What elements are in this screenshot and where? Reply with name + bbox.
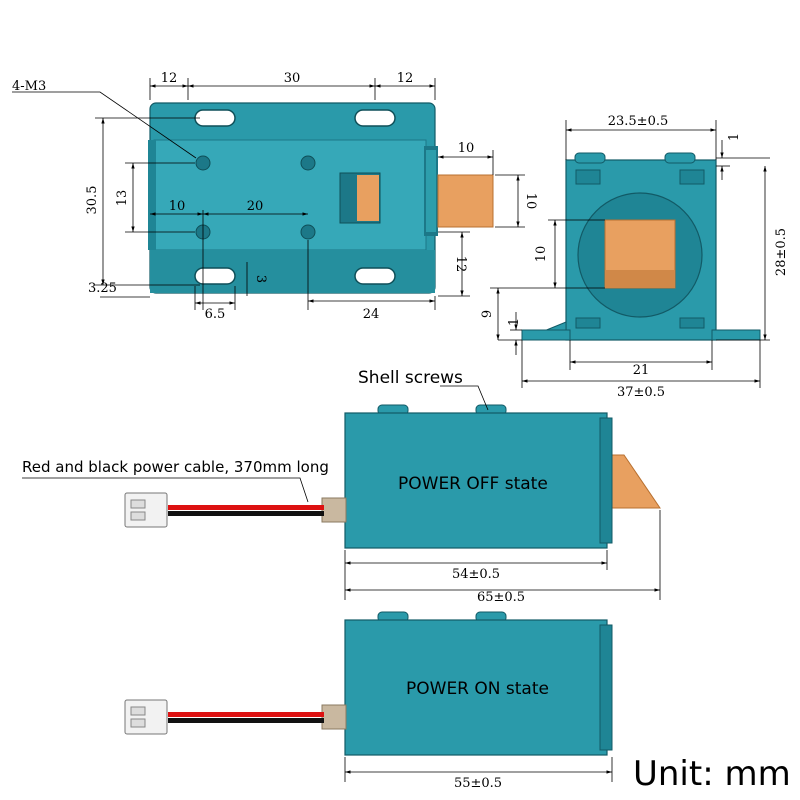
dim-bolt-h: 12 xyxy=(453,256,468,273)
dim-edge-offset: 3.25 xyxy=(88,281,117,296)
power-off-label: POWER OFF state xyxy=(398,474,548,494)
dim-slot-h: 3 xyxy=(253,275,268,283)
dim-hole-x1: 10 xyxy=(169,199,186,214)
hole-callout: 4-M3 xyxy=(12,79,46,94)
dim-thickness: 1 xyxy=(727,133,742,141)
cable-label: Red and black power cable, 370mm long xyxy=(22,458,329,476)
dim-height-total: 30.5 xyxy=(85,186,100,215)
top-view: 4-M3 12 30 12 30.5 13 10 20 3.25 6.5 3 2… xyxy=(12,71,538,322)
dim-bolt-w: 10 xyxy=(458,141,475,156)
dim-slot-w: 6.5 xyxy=(205,307,226,322)
dim-foot-t: 1 xyxy=(507,318,522,326)
side-view: 23.5±0.5 1 28±0.5 10 9 1 21 37±0.5 xyxy=(480,114,789,400)
dim-top-right: 12 xyxy=(397,71,414,86)
dim-foot-h: 9 xyxy=(480,310,495,318)
power-on-label: POWER ON state xyxy=(406,679,549,699)
power-on-view: POWER ON state 55±0.5 xyxy=(124,611,613,791)
shell-screws-label: Shell screws xyxy=(358,368,463,388)
dim-width-top: 23.5±0.5 xyxy=(608,114,669,129)
dim-bolt-len: 24 xyxy=(363,307,380,322)
dim-off-total: 65±0.5 xyxy=(477,590,525,605)
dim-bolt-size: 10 xyxy=(534,246,549,263)
dim-overall-w: 37±0.5 xyxy=(617,385,665,400)
unit-label: Unit: mm xyxy=(633,754,791,794)
dim-on-body: 55±0.5 xyxy=(454,776,502,791)
power-off-view: Shell screws Red and black power cable, … xyxy=(22,368,661,605)
dim-hole-spacing-v: 13 xyxy=(115,190,130,207)
dim-top-left: 12 xyxy=(161,71,178,86)
dim-inner-w: 21 xyxy=(633,363,650,378)
dim-off-body: 54±0.5 xyxy=(452,567,500,582)
dim-top-mid: 30 xyxy=(284,71,301,86)
dim-height: 28±0.5 xyxy=(774,228,789,276)
dim-bolt-ext: 10 xyxy=(523,193,538,210)
dim-hole-x2: 20 xyxy=(247,199,264,214)
